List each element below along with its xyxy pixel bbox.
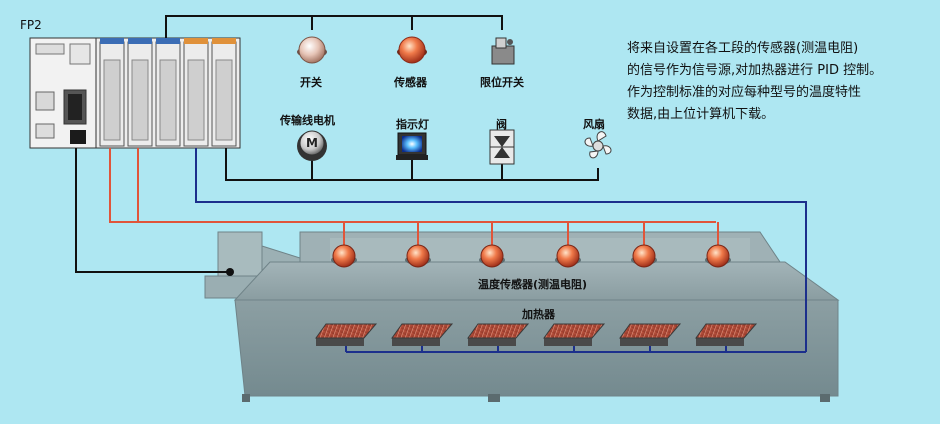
oven-leg	[242, 394, 250, 402]
fan-label: 风扇	[583, 118, 605, 131]
temperature-sensor-label: 温度传感器(测温电阻)	[478, 278, 588, 291]
temperature-sensor-icon	[556, 244, 580, 268]
fan-icon	[592, 140, 604, 152]
plc-model-label: FP2	[20, 18, 42, 32]
indicator-label: 指示灯	[396, 118, 429, 131]
heater-icon	[619, 323, 682, 339]
oven-leg	[488, 394, 500, 402]
heater-icon	[391, 323, 454, 339]
temperature-sensor-icon	[332, 244, 356, 268]
plc-fp2	[29, 37, 241, 149]
upper-device-bus	[165, 15, 503, 38]
description-line-1: 将来自设置在各工段的传感器(测温电阻)	[627, 41, 859, 56]
description-line-3: 作为控制标准的对应每种型号的温度特性	[627, 85, 862, 100]
sensor-bus	[109, 148, 716, 223]
heater-icon	[695, 323, 758, 339]
temperature-sensor-icon	[406, 244, 430, 268]
description-line-4: 数据,由上位计算机下载。	[627, 107, 775, 122]
indicator-lamp-icon	[402, 136, 422, 152]
sensor-label: 传感器	[394, 76, 427, 89]
switch-icon	[298, 36, 326, 64]
sensor-device	[397, 36, 427, 64]
description-line-2: 的信号作为信号源,对加热器进行 PID 控制。	[627, 63, 883, 78]
limit-switch-label: 限位开关	[480, 76, 524, 89]
temperature-sensor-icon	[706, 244, 730, 268]
heater-label: 加热器	[522, 308, 555, 321]
valve-device	[489, 129, 515, 165]
limit-switch-icon	[491, 45, 515, 65]
actuator-bus	[225, 148, 599, 181]
motor-icon	[299, 130, 325, 156]
temperature-sensor-icon	[632, 244, 656, 268]
reflow-oven	[204, 231, 840, 402]
temperature-sensor-icon	[480, 244, 504, 268]
heater-side	[468, 338, 516, 346]
motor-device: M	[297, 130, 327, 161]
heater-icon	[467, 323, 530, 339]
heater-side	[392, 338, 440, 346]
limit-switch-device	[491, 37, 515, 65]
switch-label: 开关	[300, 76, 322, 89]
heater-side	[620, 338, 668, 346]
sensor-icon	[398, 36, 426, 64]
temperature-sensor-group	[331, 222, 731, 268]
fan-device	[584, 131, 612, 159]
heater-group	[315, 323, 758, 352]
svg-text:M: M	[306, 136, 318, 150]
switch-device	[297, 36, 327, 64]
indicator-device	[396, 132, 428, 160]
heater-icon	[315, 323, 378, 339]
conveyor-junction	[226, 268, 234, 276]
motor-label: 传输线电机	[280, 114, 335, 127]
heater-icon	[543, 323, 606, 339]
heater-side	[544, 338, 592, 346]
oven-leg	[820, 394, 830, 402]
heater-side	[316, 338, 364, 346]
heater-side	[696, 338, 744, 346]
oven-body	[234, 299, 839, 397]
valve-label: 阀	[496, 118, 507, 131]
conveyor-signal-wire	[75, 148, 230, 273]
